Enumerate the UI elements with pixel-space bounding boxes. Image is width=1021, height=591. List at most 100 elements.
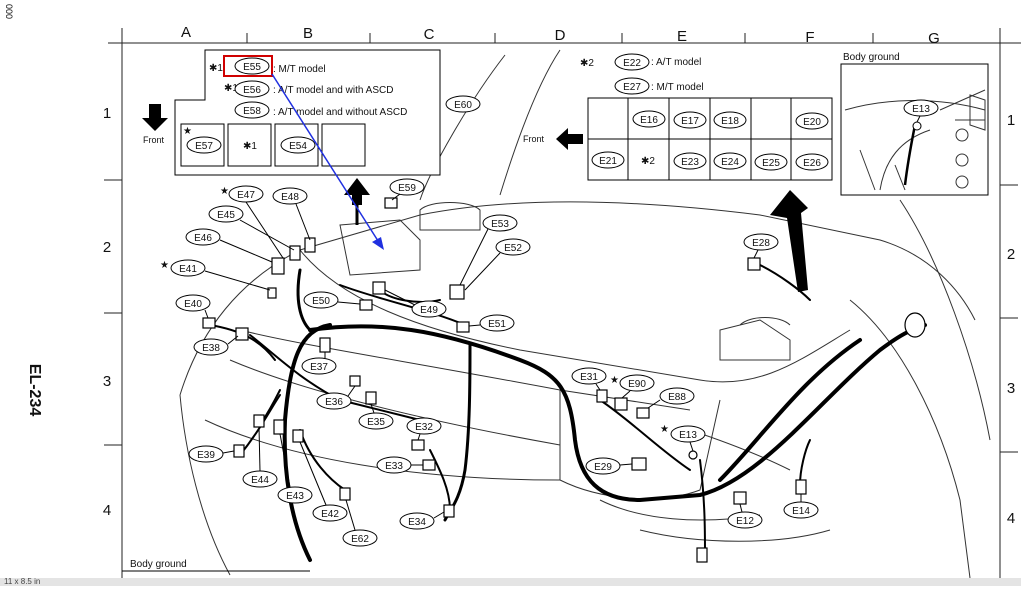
grid-row-2-right: 2 <box>1007 246 1015 263</box>
viewer-status-bar: 11 x 8.5 in <box>0 578 1021 586</box>
svg-text:E34: E34 <box>408 517 426 528</box>
grid-row-1-left: 1 <box>103 105 111 122</box>
callout-e40: E40 <box>175 294 211 319</box>
grid-row-3-right: 3 <box>1007 380 1015 397</box>
callout-e46: E46 <box>185 228 273 263</box>
callout-e60: E60 <box>445 95 481 113</box>
callout-e33: E33 <box>376 456 423 474</box>
callout-e36: E36 <box>316 385 356 410</box>
callout-e45: E45 <box>208 205 295 251</box>
legend-left-front: Front <box>143 135 165 145</box>
star-e13: ★ <box>660 424 669 435</box>
pointer-arrow-right-box-icon <box>770 190 808 292</box>
svg-text:E62: E62 <box>351 534 369 545</box>
callout-e43: E43 <box>277 433 313 504</box>
legend-right-e17: E17 <box>681 116 699 127</box>
callout-e42: E42 <box>299 441 348 522</box>
legend-right-mark-cell: ✱2 <box>641 156 655 167</box>
svg-text:E41: E41 <box>179 264 197 275</box>
callout-e13: E13 <box>670 425 706 452</box>
legend-right-e16: E16 <box>640 115 658 126</box>
legend-right-e23: E23 <box>681 157 699 168</box>
legend-right-e20: E20 <box>803 117 821 128</box>
callout-e14: E14 <box>783 494 819 519</box>
legend-left-code-e58: E58 <box>243 106 261 117</box>
grid-col-f: F <box>805 29 814 46</box>
legend-left-cell-star: ★ <box>183 126 192 137</box>
callout-e51: E51 <box>468 314 515 332</box>
legend-left-mark-2: ✱1 <box>224 83 238 94</box>
svg-text:E45: E45 <box>217 210 235 221</box>
callout-e62: E62 <box>342 499 378 547</box>
connector-plugs <box>202 197 926 563</box>
callout-e52: E52 <box>464 238 531 291</box>
legend-left-cell-2: ✱1 <box>243 141 257 152</box>
blue-annotation-arrow <box>271 73 384 250</box>
fuse-block-legend-left: ✱1 ✱1 E55 : M/T model E56 : A/T model an… <box>142 49 441 225</box>
grid-col-d: D <box>555 27 566 44</box>
svg-text:E28: E28 <box>752 238 770 249</box>
grid-columns: A B C D E F G <box>181 24 940 47</box>
star-e41: ★ <box>160 260 169 271</box>
callout-e34: E34 <box>399 511 445 530</box>
grid-row-4-right: 4 <box>1007 510 1015 527</box>
body-ground-detail: Body ground E13 <box>840 52 989 196</box>
svg-text:E60: E60 <box>454 100 472 111</box>
svg-text:E49: E49 <box>420 305 438 316</box>
legend-right-e21: E21 <box>599 156 617 167</box>
page-corner-mark: 000 <box>4 4 14 19</box>
callout-e47: E47 <box>228 185 284 259</box>
svg-text:E14: E14 <box>792 506 810 517</box>
e55-highlight-box <box>223 55 273 77</box>
callout-e31: E31 <box>571 367 607 391</box>
callout-e53: E53 <box>459 214 518 286</box>
svg-text:E44: E44 <box>251 475 269 486</box>
body-ground-bottom-title: Body ground <box>130 559 187 570</box>
grid-row-1-right: 1 <box>1007 112 1015 129</box>
svg-text:E48: E48 <box>281 192 299 203</box>
page-frame <box>108 28 1021 578</box>
callout-e35: E35 <box>358 403 394 430</box>
legend-left-desc-e58: : A/T model and without ASCD <box>273 107 407 118</box>
grid-col-e: E <box>677 28 687 45</box>
legend-left-cell-1: E57 <box>195 141 213 152</box>
grid-row-3-left: 3 <box>103 373 111 390</box>
legend-right-front: Front <box>523 134 545 144</box>
grid-col-g: G <box>928 30 940 47</box>
fuse-block-legend-right: ✱2 E22 : A/T model E27 : M/T model Front… <box>523 53 833 292</box>
legend-right-e26: E26 <box>803 158 821 169</box>
callout-e41: E41 <box>170 259 271 291</box>
star-e90: ★ <box>610 375 619 386</box>
svg-text:E39: E39 <box>197 450 215 461</box>
callout-e38: E38 <box>193 335 239 356</box>
svg-text:E31: E31 <box>580 372 598 383</box>
svg-text:E59: E59 <box>398 183 416 194</box>
svg-text:E51: E51 <box>488 319 506 330</box>
legend-right-code-e27: E27 <box>623 82 641 93</box>
callout-e88: E88 <box>647 387 695 409</box>
legend-left-code-e55: E55 <box>243 62 261 73</box>
svg-text:E35: E35 <box>367 417 385 428</box>
svg-text:E50: E50 <box>312 296 330 307</box>
svg-text:E43: E43 <box>286 491 304 502</box>
svg-text:E13: E13 <box>679 430 697 441</box>
legend-left-code-e56: E56 <box>243 85 261 96</box>
grid-col-b: B <box>303 25 313 42</box>
callout-e32: E32 <box>406 417 442 441</box>
legend-left-mark-1: ✱1 <box>209 63 223 74</box>
callout-e48: E48 <box>272 187 311 241</box>
pointer-arrow-up-icon <box>344 178 370 205</box>
callout-e59: E59 <box>389 178 425 201</box>
legend-right-mark: ✱2 <box>580 58 594 69</box>
callout-e12: E12 <box>727 503 763 529</box>
grid-col-a: A <box>181 24 191 41</box>
svg-text:E90: E90 <box>628 379 646 390</box>
legend-right-e24: E24 <box>721 157 739 168</box>
legend-right-e25: E25 <box>762 158 780 169</box>
callout-e50: E50 <box>303 291 361 309</box>
harness-main <box>209 264 927 562</box>
body-ground-connector: E13 <box>912 104 930 115</box>
svg-text:E29: E29 <box>594 462 612 473</box>
